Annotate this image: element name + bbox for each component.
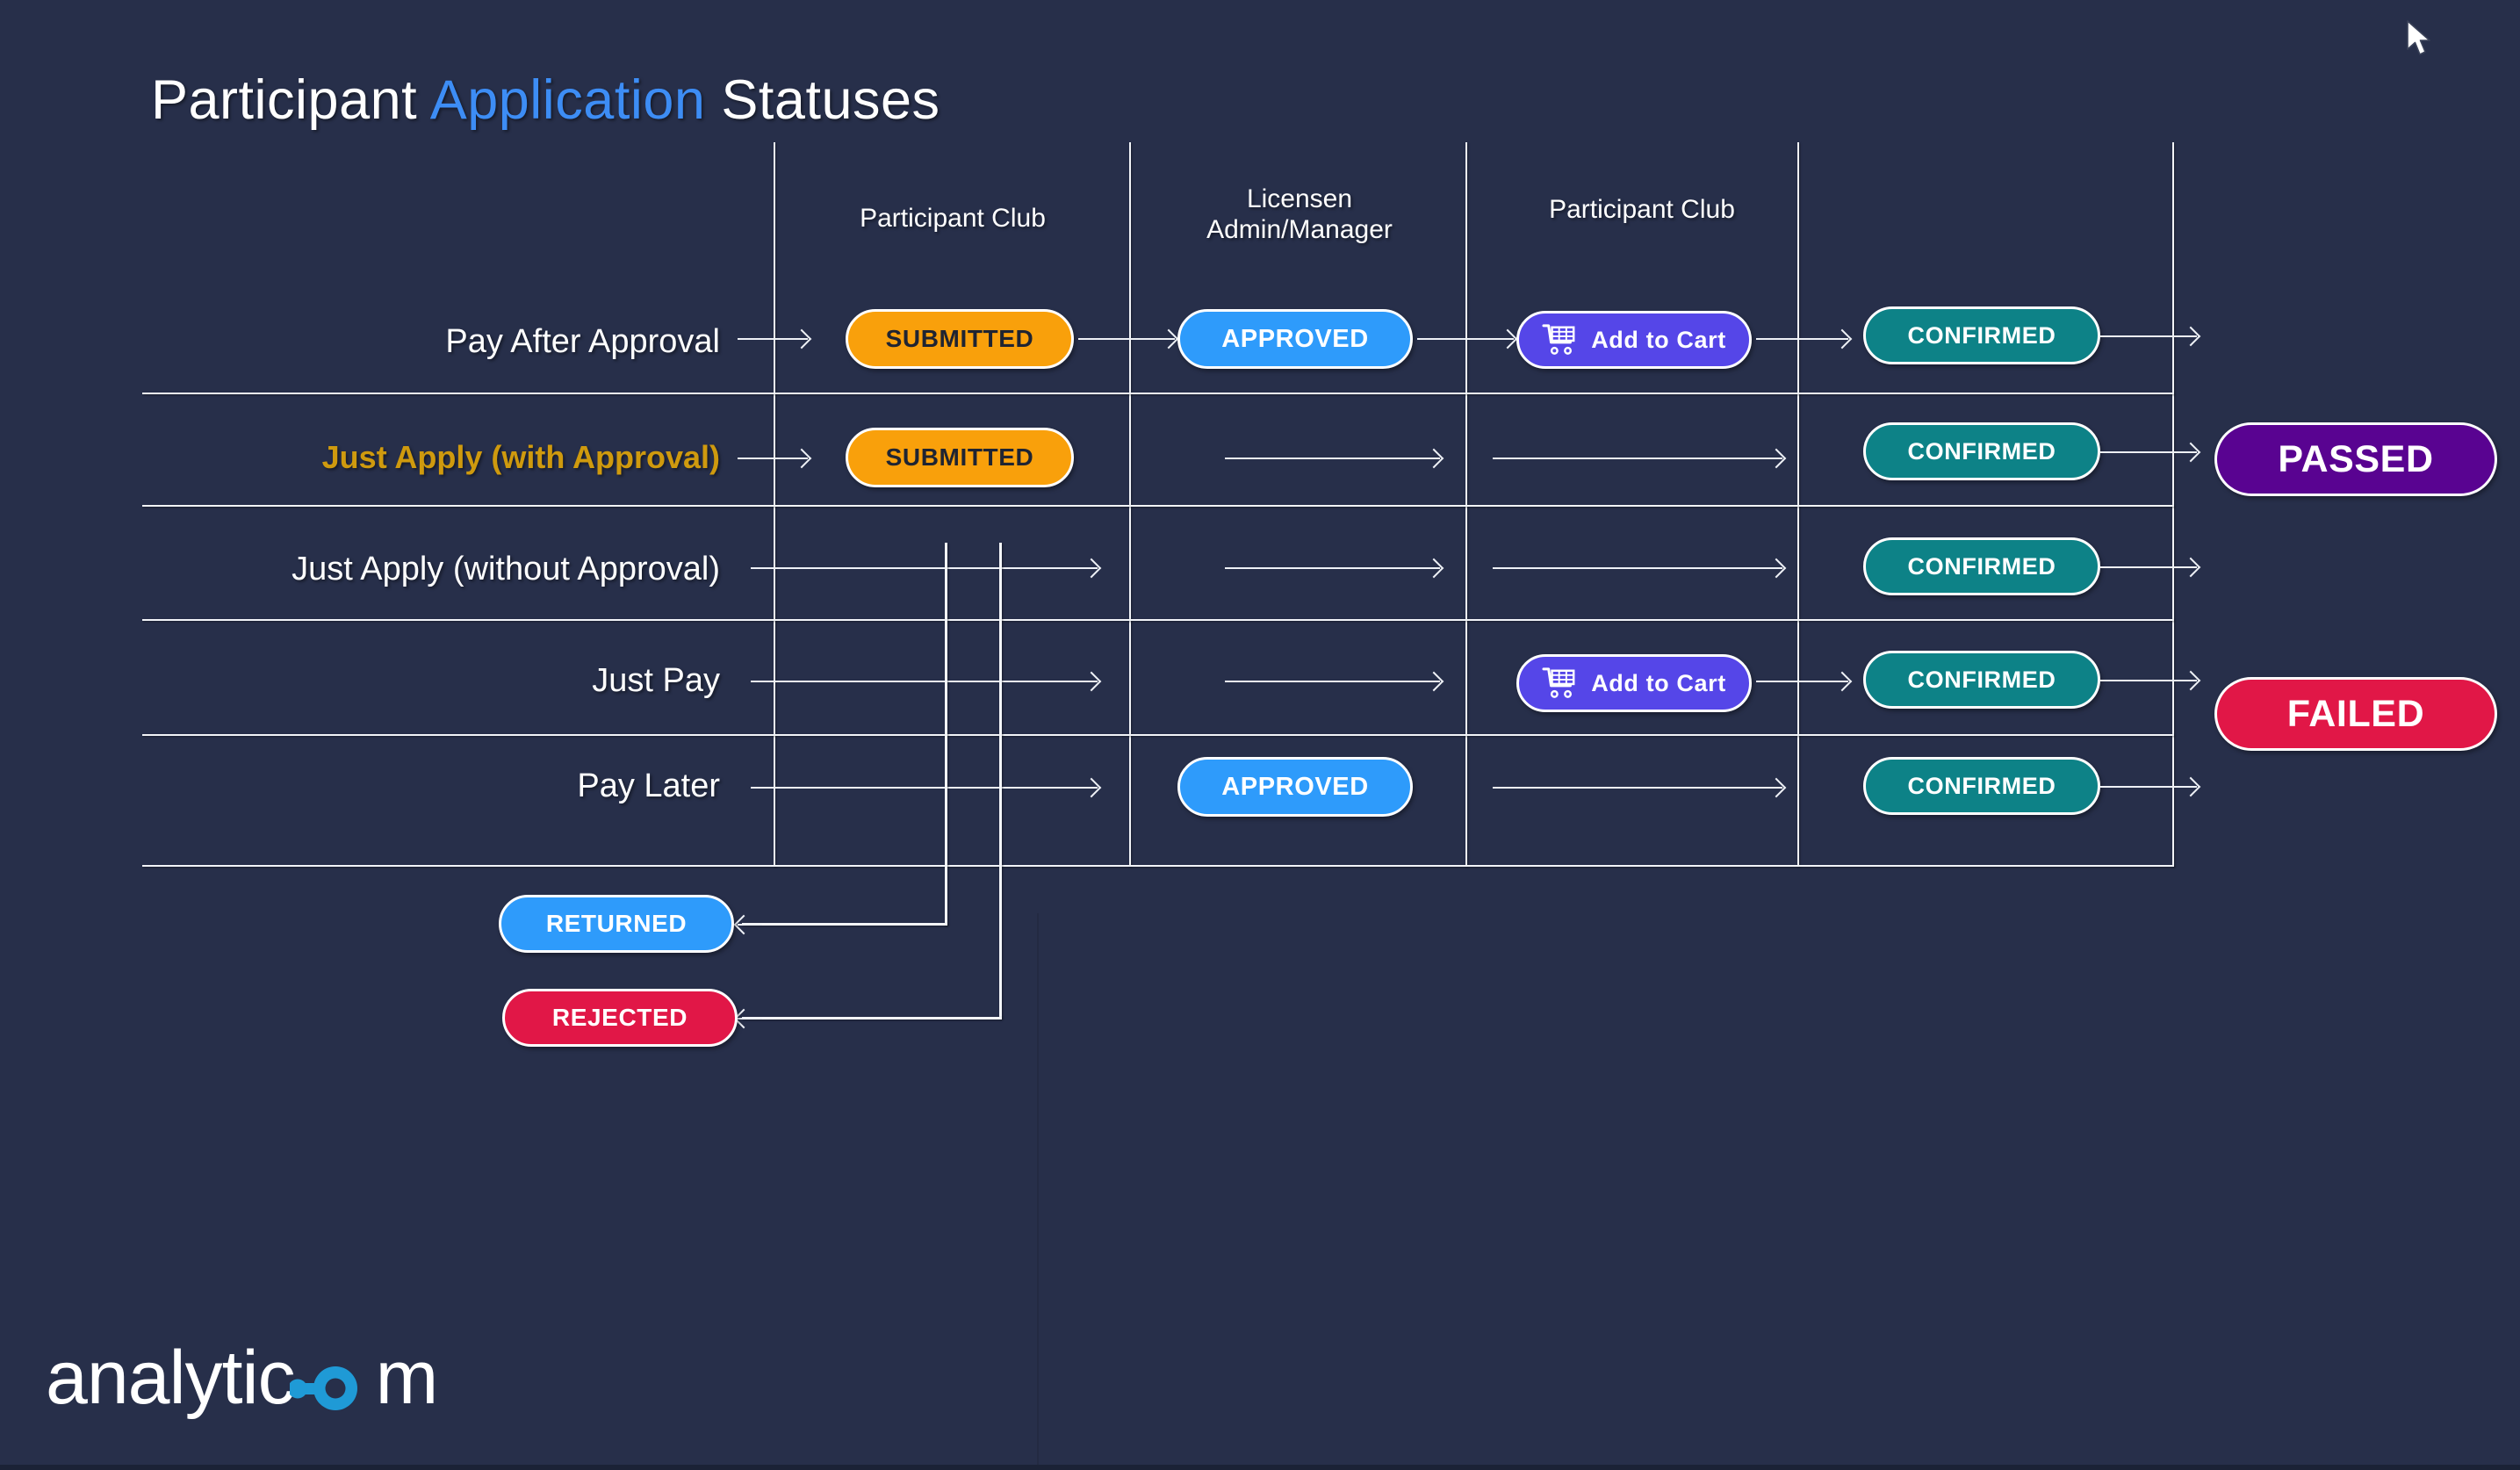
connector-returned-horizontal [742, 923, 947, 926]
row-separator-2 [142, 505, 2174, 507]
column-header-licensen-admin: Licensen Admin/Manager [1133, 184, 1466, 246]
row-label-just-pay: Just Pay [592, 662, 720, 699]
swimlane-divider-2 [1129, 142, 1131, 867]
row-label-just-apply-with-approval: Just Apply (with Approval) [321, 439, 720, 475]
arrow-row4-to-outcome [2100, 680, 2197, 681]
arrow-row2-club2-lane [1493, 458, 1782, 459]
add-to-cart-label: Add to Cart [1591, 326, 1726, 353]
arrow-row1-club-to-admin [1078, 338, 1175, 340]
title-accent: Application [429, 69, 706, 131]
page-title: Participant Application Statuses [151, 68, 940, 132]
connector-returned-vertical [945, 543, 947, 926]
status-submitted-row1[interactable]: SUBMITTED [846, 309, 1074, 369]
panel-edge [1037, 913, 2520, 1470]
mouse-cursor [2406, 19, 2436, 64]
row-label-just-apply-without-approval: Just Apply (without Approval) [292, 551, 720, 587]
row-separator-5 [142, 865, 2174, 867]
column-header-line-1: Licensen [1246, 184, 1353, 213]
title-part-1: Participant [151, 69, 430, 131]
status-approved-row5[interactable]: APPROVED [1177, 757, 1413, 817]
row-label-pay-after-approval: Pay After Approval [445, 323, 720, 360]
cart-icon [1542, 323, 1579, 357]
status-confirmed-row1[interactable]: CONFIRMED [1863, 306, 2100, 364]
brand-logo-c: c [257, 1336, 296, 1420]
arrow-row3-admin-lane [1225, 567, 1440, 569]
arrow-row5-start [751, 787, 1098, 789]
swimlane-divider-1 [774, 142, 775, 867]
arrow-row1-club2-to-final [1756, 338, 1848, 340]
feedback-rejected[interactable]: REJECTED [502, 989, 738, 1047]
status-confirmed-row4[interactable]: CONFIRMED [1863, 651, 2100, 709]
arrow-row5-to-outcome [2100, 786, 2197, 788]
status-add-to-cart-row4[interactable]: Add to Cart [1516, 654, 1752, 712]
arrow-row1-start [738, 338, 808, 340]
feedback-returned[interactable]: RETURNED [499, 895, 734, 953]
arrow-row1-to-outcome [2100, 335, 2197, 337]
column-header-participant-club-1: Participant Club [860, 204, 1046, 233]
swimlane-divider-4 [1797, 142, 1799, 867]
status-confirmed-row2[interactable]: CONFIRMED [1863, 422, 2100, 480]
column-header-line-2: Admin/Manager [1206, 214, 1393, 244]
status-add-to-cart-row1[interactable]: Add to Cart [1516, 311, 1752, 369]
outcome-failed[interactable]: FAILED [2214, 677, 2497, 751]
connector-rejected-horizontal [742, 1017, 1002, 1020]
status-submitted-row2[interactable]: SUBMITTED [846, 428, 1074, 487]
bottom-strip [0, 1465, 2520, 1470]
brand-logo-prefix: analyti [46, 1336, 259, 1420]
arrow-row5-club2-lane [1493, 787, 1782, 789]
arrow-row4-start [751, 681, 1098, 682]
arrow-row1-admin-to-club2 [1417, 338, 1514, 340]
arrow-row2-to-outcome [2100, 451, 2197, 453]
status-confirmed-row5[interactable]: CONFIRMED [1863, 757, 2100, 815]
swimlane-divider-5 [2172, 142, 2174, 867]
row-separator-3 [142, 619, 2174, 621]
column-header-participant-club-2: Participant Club [1549, 195, 1735, 224]
arrow-row3-to-outcome [2100, 566, 2197, 568]
cart-icon [1542, 667, 1579, 700]
brand-logo-suffix: m [375, 1336, 439, 1420]
arrow-into-returned [738, 924, 762, 926]
arrow-into-rejected [738, 1018, 762, 1020]
arrow-row3-start [751, 567, 1098, 569]
row-separator-4 [142, 734, 2174, 736]
row-separator-1 [142, 393, 2174, 394]
connector-rejected-vertical [999, 543, 1002, 1019]
add-to-cart-label: Add to Cart [1591, 669, 1726, 696]
arrow-row3-club2-lane [1493, 567, 1782, 569]
status-approved-row1[interactable]: APPROVED [1177, 309, 1413, 369]
arrow-row2-admin-lane [1225, 458, 1440, 459]
arrow-row4-club2-to-final [1756, 681, 1848, 682]
status-confirmed-row3[interactable]: CONFIRMED [1863, 537, 2100, 595]
swimlane-divider-3 [1465, 142, 1467, 867]
arrow-row2-start [738, 458, 808, 459]
outcome-passed[interactable]: PASSED [2214, 422, 2497, 496]
title-part-2: Statuses [705, 69, 940, 131]
arrow-row4-admin-lane [1225, 681, 1440, 682]
row-label-pay-later: Pay Later [577, 767, 720, 804]
